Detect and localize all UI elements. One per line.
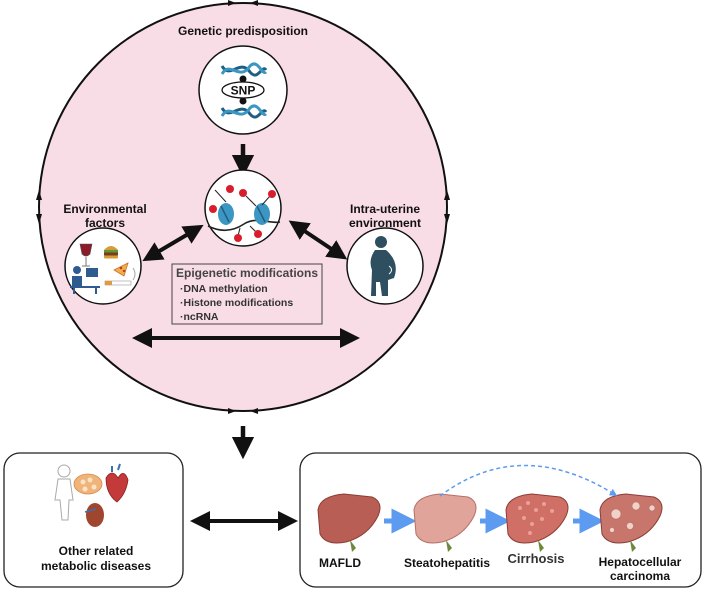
circle-cycle-arrows: [36, 0, 450, 414]
intrauterine-label-line1: Intra-uterine: [350, 202, 420, 216]
pregnant-woman-icon: [346, 227, 424, 305]
environmental-label-line1: Environmental: [63, 202, 146, 216]
snp-label: SNP: [231, 84, 256, 98]
arrow-intrauterine-epigenetic: [288, 220, 348, 260]
intrauterine-label-line2: environment: [349, 216, 421, 230]
liver-hcc-icon: [599, 493, 663, 552]
arrow-steatohepatitis-to-hcc-dashed: [439, 464, 618, 497]
other-diseases-panel: Other related metabolic diseases: [3, 452, 184, 588]
environmental-label-line2: factors: [85, 216, 125, 230]
other-diseases-line1: Other related: [59, 544, 134, 558]
liver-cirrhosis-icon: [505, 493, 569, 552]
liver-steatohepatitis-icon: [413, 493, 477, 552]
stage-mafld-label: MAFLD: [319, 556, 361, 570]
chromatin-icon: [204, 169, 282, 247]
epigenetic-item-ncrna: ·ncRNA: [180, 311, 219, 323]
stage-hcc-label-line2: carcinoma: [610, 569, 670, 583]
stage-hcc-label-line1: Hepatocellular: [599, 555, 682, 569]
stage-cirrhosis-label: Cirrhosis: [507, 551, 564, 566]
epigenetic-item-histone: ·Histone modifications: [180, 297, 293, 309]
epigenetic-item-dna: ·DNA methylation: [180, 283, 268, 295]
dna-snp-icon: SNP: [198, 45, 288, 135]
other-diseases-line2: metabolic diseases: [41, 559, 151, 573]
liver-progression-panel: MAFLD Steatohepatitis Cirrhosis: [299, 452, 702, 588]
environmental-factors-icon: [64, 227, 142, 305]
liver-mafld-icon: [317, 493, 381, 552]
stage-steatohepatitis-label: Steatohepatitis: [404, 556, 490, 570]
genetic-predisposition-label: Genetic predisposition: [178, 24, 308, 38]
arrow-environment-epigenetic: [142, 224, 204, 262]
epigenetic-title: Epigenetic modifications: [176, 266, 318, 280]
epigenetic-modifications-box: Epigenetic modifications ·DNA methylatio…: [171, 263, 323, 325]
